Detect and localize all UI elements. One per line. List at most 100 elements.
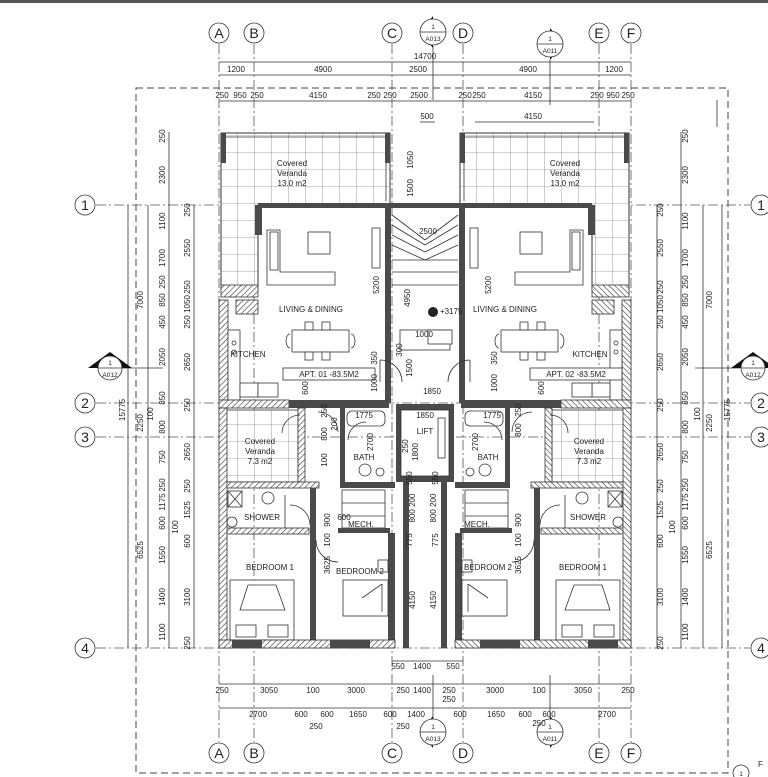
dimension-top-grid: 4900 — [519, 65, 537, 74]
section-marker-bottom-left[interactable]: 1 A013 — [419, 675, 447, 748]
svg-text:1: 1 — [548, 724, 552, 731]
dimension-side-walls: 2550 — [183, 239, 192, 257]
dimension-side-openings: 250 — [681, 478, 690, 492]
dimension-side-openings: 250 — [681, 129, 690, 143]
section-marker-bottom-right[interactable]: 1 A011 — [536, 675, 564, 748]
dimension-interior: 250 — [514, 403, 523, 417]
room-labels: Covered Veranda 13.0 m2 Covered Veranda … — [230, 159, 623, 576]
grid-bubble-1-right: 1 — [750, 194, 768, 216]
dimension-interior: 350 — [490, 351, 499, 365]
dimension-top-overall: 14700 — [414, 52, 437, 61]
room-label-bedroom-1b: BEDROOM 1 — [559, 563, 608, 572]
dimension-interior: 900 — [323, 513, 332, 527]
dimension-interior: 1500 — [406, 179, 415, 197]
svg-text:F: F — [627, 25, 636, 41]
dimension-bottom-walls: 100 — [306, 686, 320, 695]
dimension-bottom-openings: 1650 — [349, 710, 367, 719]
dimension-interior: 550 — [431, 471, 440, 485]
section-marker-right[interactable]: 1 A012 — [695, 352, 768, 381]
dimension-side-walls: 250 — [656, 636, 665, 650]
dimension-top-detail: 250 — [590, 91, 604, 100]
dimension-side-walls: 600 — [656, 534, 665, 548]
section-marker-left[interactable]: 1 A012 — [88, 352, 163, 381]
dimension-bottom-walls: 250 — [396, 686, 410, 695]
grid-bubble-2-left: 2 — [74, 392, 96, 414]
svg-text:13.0 m2: 13.0 m2 — [278, 179, 307, 188]
dimension-side-openings: 1550 — [681, 546, 690, 564]
svg-text:7.3 m2: 7.3 m2 — [577, 457, 602, 466]
dimension-side-walls: 1050 — [183, 295, 192, 313]
dimension-bottom-walls: 250 — [621, 686, 635, 695]
svg-text:1: 1 — [431, 724, 435, 731]
room-label-covered-veranda-1: Covered — [277, 159, 307, 168]
dimension-interior: 800 — [514, 423, 523, 437]
grid-bubble-3-left: 3 — [74, 426, 96, 448]
dimension-bottom-stair: 1400 — [413, 662, 431, 671]
svg-text:1: 1 — [548, 36, 552, 43]
room-label-bedroom-2b: BEDROOM 2 — [464, 563, 513, 572]
svg-text:3: 3 — [757, 429, 765, 445]
room-label-shower-1: SHOWER — [244, 513, 280, 522]
dimension-side-grid: 2250 — [136, 414, 145, 432]
dimension-side-openings: 850 — [681, 293, 690, 307]
room-label-mech-1: MECH. — [348, 520, 374, 529]
dimension-bottom-openings: 250 — [309, 722, 323, 731]
dimension-bottom-openings: 2700 — [598, 710, 616, 719]
grid-bubble-4-left: 4 — [74, 637, 96, 659]
dimension-bottom-openings: 2700 — [249, 710, 267, 719]
dimension-bottom-openings: 600 — [453, 710, 467, 719]
dimension-top-inner: 4150 — [524, 112, 542, 121]
dimension-top-detail: 950 — [606, 91, 620, 100]
dimension-side-openings: 850 — [158, 293, 167, 307]
dimension-interior: 900 — [514, 513, 523, 527]
dimension-interior: 800 200 — [429, 493, 438, 522]
dimension-side-grid: 7000 — [136, 291, 145, 309]
svg-text:A012: A012 — [102, 372, 118, 379]
dimension-interior: 100 — [323, 533, 332, 547]
dimension-interior: 2700 — [471, 433, 480, 451]
dimension-side-openings: 1400 — [681, 588, 690, 606]
section-marker-top-left[interactable]: 1 A013 — [419, 16, 447, 48]
dimension-side-walls: 100 — [668, 520, 677, 534]
svg-text:7.3 m2: 7.3 m2 — [248, 457, 273, 466]
dimension-side-openings: 2300 — [681, 166, 690, 184]
section-marker-top-right[interactable]: 1 A011 — [536, 28, 564, 60]
dimension-interior: 600 — [337, 513, 351, 522]
svg-text:D: D — [458, 25, 468, 41]
room-label-shower-2: SHOWER — [570, 513, 606, 522]
grid-bubble-4-right: 4 — [750, 637, 768, 659]
dimension-bottom-walls: 250 — [215, 686, 229, 695]
dimension-side-grid: 6525 — [136, 541, 145, 559]
dimension-interior: 4950 — [403, 289, 412, 307]
svg-text:A013: A013 — [425, 736, 441, 743]
dimension-interior: 3625 — [514, 556, 523, 574]
dimension-side-openings: 600 — [681, 516, 690, 530]
dimension-top-detail: 250 — [215, 91, 229, 100]
dimension-side-walls: 1050 — [656, 295, 665, 313]
dimension-side-openings: 1700 — [681, 249, 690, 267]
svg-text:1: 1 — [757, 197, 765, 213]
svg-text:A013: A013 — [425, 36, 441, 43]
room-label-bedroom-2a: BEDROOM 2 — [336, 567, 385, 576]
room-label-bedroom-1a: BEDROOM 1 — [246, 563, 295, 572]
dimension-side-openings: 250 — [158, 129, 167, 143]
room-label-covered-veranda-2: Covered — [550, 159, 580, 168]
grid-bubble-D-bottom: D — [452, 742, 474, 764]
dimension-side-openings: 2050 — [681, 348, 690, 366]
dimension-side-openings: 100 — [146, 407, 155, 421]
dimension-top-detail: 2500 — [410, 91, 428, 100]
room-label-covered-veranda-small-2: Covered — [574, 437, 604, 446]
dimension-top-grid: 1200 — [605, 65, 623, 74]
dimension-interior: 2700 — [366, 433, 375, 451]
dimension-interior: 200 — [330, 417, 339, 431]
grid-bubble-F-bottom: F — [620, 742, 642, 764]
dimension-interior: 800 200 — [408, 493, 417, 522]
dimension-bottom-openings: 600 — [383, 710, 397, 719]
dimension-top-detail: 4150 — [524, 91, 542, 100]
room-label-bath-1: BATH — [354, 453, 375, 462]
dimension-side-openings: 600 — [158, 516, 167, 530]
dimension-side-walls: 250 — [656, 280, 665, 294]
dimension-side-openings: 450 — [681, 315, 690, 329]
dimension-interior: 100 — [320, 453, 329, 467]
